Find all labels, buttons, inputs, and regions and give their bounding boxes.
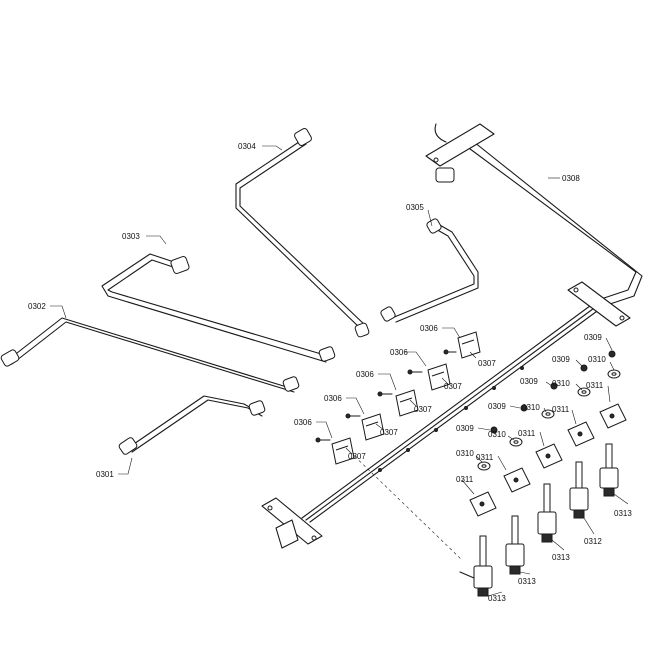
- callout-0309-d: 0309: [488, 402, 506, 411]
- tube-0304: [235, 128, 370, 338]
- screw-0306-e: [315, 437, 331, 443]
- nut-0309-e: [490, 426, 498, 434]
- tube-0302: [0, 317, 300, 393]
- callout-0311-c: 0311: [518, 429, 536, 438]
- callout-0308: 0308: [562, 174, 580, 183]
- callout-0309-c: 0309: [520, 377, 538, 386]
- callout-0310-b: 0310: [552, 379, 570, 388]
- valve-bracket-0311-e: [469, 491, 497, 517]
- washer-0310-c: [541, 409, 555, 419]
- callout-labels: 0304 0303 0305 0308 0302 0301 0306 0306 …: [28, 142, 632, 603]
- callout-0311-e: 0311: [456, 475, 474, 484]
- valve-0313-mid: [537, 483, 557, 543]
- callout-0307-a: 0307: [478, 359, 496, 368]
- screw-0306-d: [345, 413, 361, 419]
- leader-lines: [50, 145, 629, 597]
- callout-0306-b: 0306: [390, 348, 408, 357]
- valve-0313-right: [599, 443, 619, 497]
- callout-0309-b: 0309: [552, 355, 570, 364]
- nut-0309-c: [550, 382, 558, 390]
- valve-bracket-0311-d: [503, 467, 531, 493]
- callout-0305: 0305: [406, 203, 424, 212]
- washer-0310-d: [509, 437, 523, 447]
- callout-0306-d: 0306: [324, 394, 342, 403]
- callout-0307-c: 0307: [414, 405, 432, 414]
- callout-0310-d: 0310: [488, 430, 506, 439]
- callout-0306-c: 0306: [356, 370, 374, 379]
- nut-0309-d: [520, 404, 528, 412]
- callout-0307-d: 0307: [380, 428, 398, 437]
- callout-0310-c: 0310: [522, 403, 540, 412]
- tube-0305: [380, 218, 479, 323]
- callout-0311-a: 0311: [586, 381, 604, 390]
- clip-0307-e: [331, 437, 355, 465]
- nut-0309-b: [580, 364, 588, 372]
- clip-0307-b: [427, 363, 451, 391]
- valve-bracket-0311-a: [599, 403, 627, 429]
- screw-0306-b: [407, 369, 423, 375]
- callout-0306-a: 0306: [420, 324, 438, 333]
- tube-0303: [101, 253, 336, 363]
- washer-0310-e: [477, 461, 491, 471]
- screw-0306-a: [443, 349, 457, 355]
- callout-0311-d: 0311: [476, 453, 494, 462]
- callout-0309-a: 0309: [584, 333, 602, 342]
- callout-0307-b: 0307: [444, 382, 462, 391]
- tube-0301: [118, 395, 266, 455]
- callout-0307-e: 0307: [348, 452, 366, 461]
- callout-0310-a: 0310: [588, 355, 606, 364]
- washer-0310-a: [607, 369, 621, 379]
- callout-0302: 0302: [28, 302, 46, 311]
- valve-bracket-0311-c: [535, 443, 563, 469]
- clip-0307-c: [395, 389, 419, 417]
- callout-0313-b: 0313: [552, 553, 570, 562]
- valve-0313-left: [459, 535, 493, 597]
- nut-0309-a: [608, 350, 616, 358]
- callout-0306-e: 0306: [294, 418, 312, 427]
- callout-0313-d: 0313: [488, 594, 506, 603]
- valve-0312: [569, 461, 589, 519]
- washer-0310-b: [577, 387, 591, 397]
- clip-0307-d: [361, 413, 385, 441]
- callout-0304: 0304: [238, 142, 256, 151]
- clip-0307-a: [457, 331, 481, 359]
- screw-0306-c: [377, 391, 393, 397]
- callout-0309-e: 0309: [456, 424, 474, 433]
- callout-0303: 0303: [122, 232, 140, 241]
- callout-0313-c: 0313: [518, 577, 536, 586]
- callout-0310-e: 0310: [456, 449, 474, 458]
- valve-0313-lower: [505, 515, 525, 575]
- callout-0301: 0301: [96, 470, 114, 479]
- callout-0312: 0312: [584, 537, 602, 546]
- gas-rail-0308: [261, 123, 643, 561]
- valve-bracket-0311-b: [567, 421, 595, 447]
- callout-0313-a: 0313: [614, 509, 632, 518]
- callout-0311-b: 0311: [552, 405, 570, 414]
